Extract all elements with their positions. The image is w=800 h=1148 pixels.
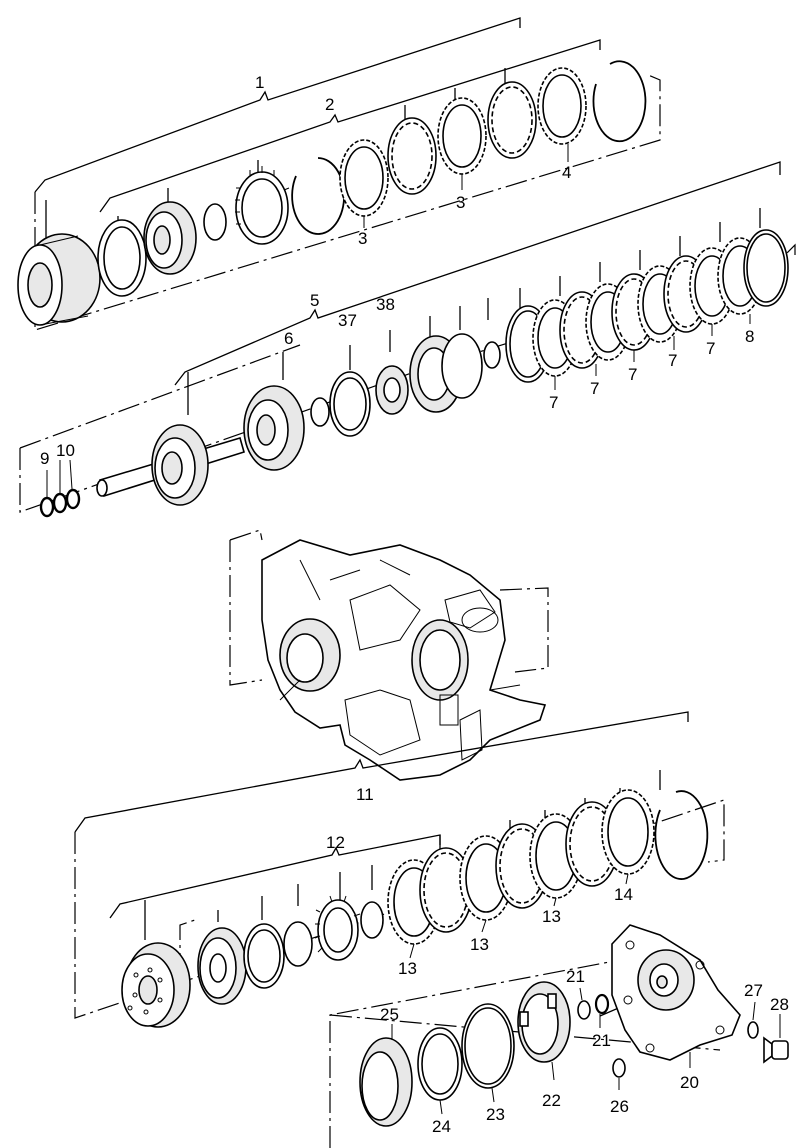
o-ring-9-part[interactable]	[39, 496, 55, 518]
callout-6: 6	[284, 329, 293, 348]
callout-7e: 7	[706, 339, 715, 358]
callout-37: 37	[338, 311, 357, 330]
callout-1: 1	[255, 73, 264, 92]
carrier-22-part[interactable]	[517, 981, 571, 1063]
plate-14-part[interactable]	[601, 789, 655, 875]
snap-ring-mid-part[interactable]	[483, 341, 501, 369]
callout-7c: 7	[628, 365, 637, 384]
callout-26: 26	[610, 1097, 629, 1116]
callout-8: 8	[745, 327, 754, 346]
washer-27-part[interactable]	[747, 1021, 759, 1039]
callout-7d: 7	[668, 351, 677, 370]
washer-21a-part[interactable]	[577, 1000, 591, 1020]
snap-ring-14-part[interactable]	[654, 790, 709, 880]
callout-21a: 21	[566, 967, 585, 986]
callout-21b: 21	[592, 1031, 611, 1050]
callout-13c: 13	[542, 907, 561, 926]
piston-part[interactable]	[143, 201, 197, 275]
cover-20-part[interactable]	[611, 924, 741, 1061]
plate-13a2-part[interactable]	[419, 847, 473, 933]
piston-ring-part[interactable]	[97, 219, 147, 297]
piston-lower-part[interactable]	[197, 927, 247, 1005]
washer-26-part[interactable]	[612, 1058, 626, 1078]
plug-28-part[interactable]	[763, 1036, 789, 1064]
gear-25-part[interactable]	[359, 1037, 413, 1127]
ring-24-part[interactable]	[417, 1027, 463, 1101]
spring-retainer-part[interactable]	[235, 166, 290, 245]
callout-25: 25	[380, 1005, 399, 1024]
drum-lower-part[interactable]	[121, 942, 191, 1028]
callout-23: 23	[486, 1105, 505, 1124]
clutch-drum-part[interactable]	[17, 233, 101, 326]
o-ring-10b-part[interactable]	[65, 488, 81, 510]
snap-ring-lower-part[interactable]	[360, 901, 384, 939]
ring-part[interactable]	[441, 333, 483, 399]
piston-6-part[interactable]	[243, 385, 305, 471]
spring-retainer-lower-part[interactable]	[314, 895, 361, 961]
washer-21b-part[interactable]	[594, 993, 610, 1015]
ring-lower-part[interactable]	[243, 923, 285, 989]
callout-7b: 7	[590, 379, 599, 398]
callout-24: 24	[432, 1117, 451, 1136]
transmission-housing-part[interactable]	[229, 529, 549, 781]
snap-ring-part[interactable]	[291, 157, 345, 235]
seal-37-part[interactable]	[329, 371, 371, 437]
callout-4: 4	[562, 163, 571, 182]
o-ring-10a-part[interactable]	[52, 492, 68, 514]
callout-12: 12	[326, 833, 345, 852]
callout-2: 2	[325, 95, 334, 114]
callout-38: 38	[376, 295, 395, 314]
plate-3b-part[interactable]	[437, 97, 487, 175]
ring-23-part[interactable]	[461, 1003, 515, 1089]
clutch-group-5	[19, 161, 796, 513]
callout-20: 20	[680, 1073, 699, 1092]
freewheel-38-part[interactable]	[375, 365, 409, 415]
plate-4-part[interactable]	[537, 67, 587, 145]
plate-3b2-part[interactable]	[487, 81, 537, 159]
callout-3a: 3	[358, 229, 367, 248]
callout-3b: 3	[456, 193, 465, 212]
ring-lower-small-part[interactable]	[283, 921, 313, 967]
plate-3a-part[interactable]	[339, 139, 389, 217]
callout-13a: 13	[398, 959, 417, 978]
callout-10: 10	[56, 441, 75, 460]
snap-ring-top-part[interactable]	[592, 60, 647, 143]
callout-28: 28	[770, 995, 789, 1014]
callout-14: 14	[614, 885, 633, 904]
callout-11: 11	[356, 785, 374, 804]
snap-ring-small-part[interactable]	[203, 203, 227, 241]
snap-ring-8-part[interactable]	[743, 229, 789, 307]
callout-9: 9	[40, 449, 49, 468]
callout-13b: 13	[470, 935, 489, 954]
seal-37a-part[interactable]	[310, 397, 330, 427]
callout-27: 27	[744, 981, 763, 1000]
callout-7a: 7	[549, 393, 558, 412]
input-shaft-part[interactable]	[96, 424, 245, 506]
callout-22: 22	[542, 1091, 561, 1110]
callout-5: 5	[310, 291, 319, 310]
plate-3a2-part[interactable]	[387, 117, 437, 195]
